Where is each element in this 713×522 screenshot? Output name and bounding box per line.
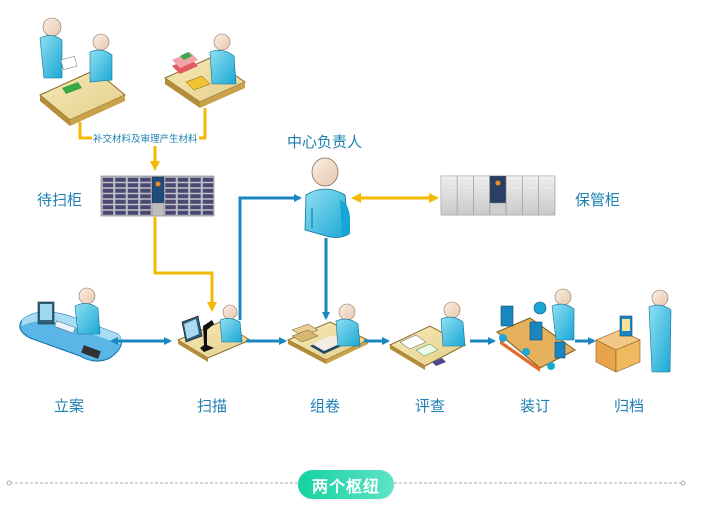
drawer [114, 188, 127, 194]
drawer [177, 188, 189, 194]
drawer [189, 199, 202, 205]
drawer [164, 182, 177, 188]
pending-cabinet-illustration [100, 175, 215, 217]
drawer [127, 199, 139, 205]
drawer [202, 182, 214, 188]
locker-column [440, 175, 458, 216]
step-label-binding: 装订 [520, 397, 551, 415]
drawer [127, 177, 139, 183]
review-desk-illustration [163, 33, 247, 108]
drawer [139, 177, 152, 183]
drawer [164, 177, 177, 183]
drawer [102, 177, 114, 183]
step-label-archiving: 归档 [614, 397, 645, 415]
drawer [164, 199, 177, 205]
filing-illustration [19, 287, 123, 362]
drawer [139, 199, 152, 205]
drawer [177, 177, 189, 183]
drawer [189, 177, 202, 183]
drawer [114, 210, 127, 216]
indicator-light [495, 180, 501, 186]
step-label-scanning: 扫描 [197, 397, 228, 415]
review-illustration [388, 301, 467, 370]
drawer [102, 210, 114, 216]
storage-cabinet-illustration [440, 175, 556, 216]
drawer [189, 204, 202, 210]
drawer [139, 210, 152, 216]
step-label-assembling: 组卷 [310, 397, 341, 415]
two-hubs-badge: 两个枢纽 [298, 470, 394, 499]
drawer [102, 193, 114, 199]
drawer [202, 204, 214, 210]
panel-door [151, 202, 165, 217]
drawer [202, 177, 214, 183]
locker-column [505, 175, 523, 216]
center-manager-illustration [304, 157, 350, 238]
drawer [139, 193, 152, 199]
drawer [127, 193, 139, 199]
supplementary-materials-note: 补交材料及审理产生材料 [92, 131, 199, 145]
pending-cabinet-label: 待扫柜 [37, 191, 83, 209]
storage-cabinet-label: 保管柜 [575, 191, 621, 209]
connector-review [196, 108, 207, 140]
archiving-illustration [595, 289, 672, 373]
drawer [189, 188, 202, 194]
connector-cabinet-to-scan [153, 217, 217, 312]
connector-scan-to-manager [238, 194, 302, 320]
drawer [177, 182, 189, 188]
center-manager-label: 中心负责人 [287, 133, 363, 151]
drawer [164, 188, 177, 194]
divider-end-right [680, 480, 686, 486]
drawer [127, 204, 139, 210]
step-label-filing: 立案 [54, 397, 85, 415]
drawer [177, 204, 189, 210]
drawer [164, 210, 177, 216]
drawer [127, 182, 139, 188]
drawer [164, 193, 177, 199]
divider-end-left [6, 480, 12, 486]
drawer [114, 182, 127, 188]
submission-desk-illustration [39, 17, 126, 126]
drawer [114, 199, 127, 205]
locker-column [538, 175, 556, 216]
drawer [139, 188, 152, 194]
locker-column [457, 175, 474, 216]
drawer [177, 193, 189, 199]
drawer [102, 182, 114, 188]
drawer [202, 210, 214, 216]
assembling-illustration [286, 303, 370, 364]
drawer [177, 210, 189, 216]
drawer [189, 193, 202, 199]
scanning-illustration [176, 304, 252, 362]
drawer [139, 204, 152, 210]
panel-door [489, 202, 507, 216]
connector-submission [78, 122, 92, 140]
locker-column [473, 175, 490, 216]
indicator-light [155, 181, 161, 187]
step-label-review: 评查 [415, 397, 446, 415]
drawer [102, 199, 114, 205]
drawer [139, 182, 152, 188]
control-panel [151, 176, 165, 204]
drawer [189, 210, 202, 216]
drawer [164, 204, 177, 210]
control-panel [489, 175, 507, 204]
drawer [114, 204, 127, 210]
drawer [114, 193, 127, 199]
drawer [189, 182, 202, 188]
drawer [114, 177, 127, 183]
drawer [102, 188, 114, 194]
drawer [202, 188, 214, 194]
locker-column [522, 175, 539, 216]
drawer [127, 188, 139, 194]
binding-illustration [496, 288, 576, 372]
drawer [177, 199, 189, 205]
drawer [202, 199, 214, 205]
drawer [202, 193, 214, 199]
drawer [102, 204, 114, 210]
drawer [127, 210, 139, 216]
